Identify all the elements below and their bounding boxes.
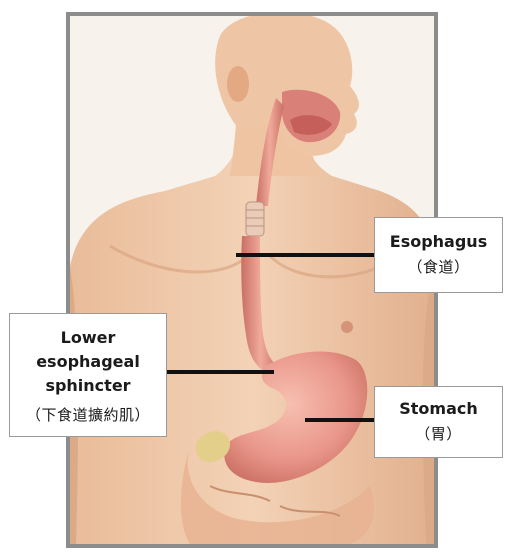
stomach-label-name: Stomach bbox=[375, 399, 502, 419]
sphincter-label-line2: esophageal bbox=[10, 350, 166, 374]
stomach-label: Stomach （胃） bbox=[374, 386, 503, 458]
sphincter-label: Lower esophageal sphincter （下食道擴約肌） bbox=[9, 313, 167, 437]
sphincter-label-chinese: （下食道擴約肌） bbox=[10, 404, 166, 426]
esophagus-label-name: Esophagus bbox=[375, 232, 502, 252]
ear bbox=[227, 66, 249, 102]
sphincter-label-line1: Lower bbox=[10, 326, 166, 350]
sphincter-label-line3: sphincter bbox=[10, 374, 166, 398]
esophagus-leader-line bbox=[236, 253, 376, 257]
esophagus-label-chinese: （食道） bbox=[375, 256, 502, 278]
stomach-label-chinese: （胃） bbox=[375, 423, 502, 445]
trachea bbox=[246, 202, 264, 236]
stomach-leader-line bbox=[305, 418, 376, 422]
esophagus-label: Esophagus （食道） bbox=[374, 217, 503, 293]
nipple bbox=[341, 321, 353, 333]
sphincter-leader-line bbox=[167, 370, 274, 374]
